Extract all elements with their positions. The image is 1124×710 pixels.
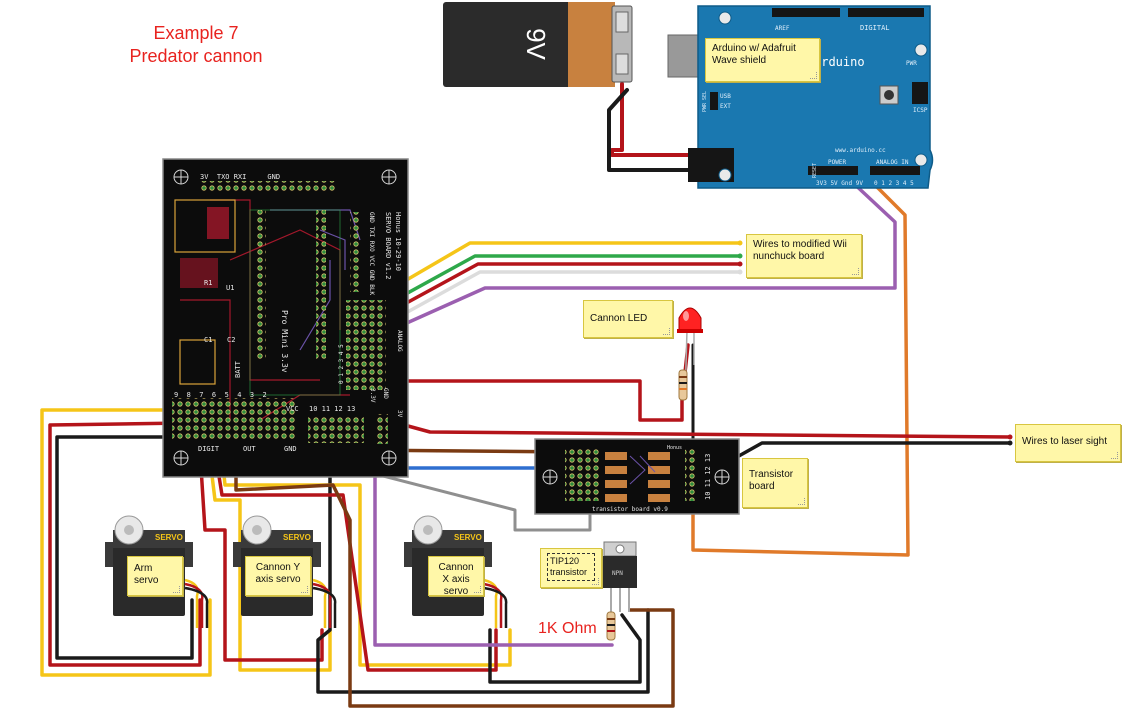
wii-wire-ends bbox=[737, 240, 743, 275]
transistor-board-note: Transistor board bbox=[742, 458, 808, 508]
battery-label: 9V bbox=[521, 28, 551, 60]
wire-battery-red bbox=[610, 82, 692, 157]
arduino-url: www.arduino.cc bbox=[835, 147, 886, 154]
battery-9v: 9V bbox=[443, 2, 633, 87]
arduino-usb-label: USB bbox=[720, 93, 731, 100]
arduino-analog-pins: 0 1 2 3 4 5 bbox=[874, 180, 914, 187]
arduino-pwrsel-label: PWR SEL bbox=[702, 91, 708, 112]
servo-y-note: Cannon Y axis servo bbox=[245, 556, 311, 596]
servo-board-top-pins: 3V TXO RXI GND bbox=[200, 173, 280, 181]
wire-y-yellow bbox=[203, 416, 332, 672]
servo-board-mini: Pro Mini 3.3v bbox=[280, 310, 289, 373]
laser-wire-ends bbox=[1007, 434, 1013, 446]
servo-y-brand: SERVO bbox=[283, 533, 311, 542]
servo-board-right-pins: 10 11 12 13 bbox=[309, 405, 355, 413]
arduino-board: DIGITAL AREF Arduino PWR ICSP PWR SEL US… bbox=[667, 5, 934, 189]
tip120-transistor: NPN bbox=[603, 541, 637, 612]
wire-wii-white bbox=[373, 270, 742, 332]
servo-board-u1: U1 bbox=[226, 284, 234, 292]
servo-board-c2: C2 bbox=[227, 336, 235, 344]
servo-board-out: OUT bbox=[243, 445, 256, 453]
wire-x-black bbox=[488, 613, 642, 684]
transistor-board-pcb: Honus 10 11 12 13 transistor board v0.9 bbox=[534, 438, 740, 515]
servo-board-date: Honus 10-29-10 bbox=[394, 212, 402, 271]
resistor-label: 1K Ohm bbox=[538, 620, 597, 637]
wire-battery-black bbox=[607, 88, 692, 172]
servo-board-v33: 3.3V bbox=[369, 388, 376, 403]
wire-wii-purple bbox=[378, 178, 897, 337]
servo-board-name: SERVO BOARD v1.2 bbox=[384, 212, 392, 279]
wire-laser-red bbox=[384, 418, 1012, 439]
arduino-icsp-label: ICSP bbox=[913, 107, 928, 114]
led-resistor bbox=[678, 369, 688, 401]
wire-orange bbox=[691, 178, 910, 557]
arduino-power-pins: 3V3 5V Gnd 9V bbox=[816, 180, 863, 187]
tip120-npn: NPN bbox=[612, 570, 623, 577]
servo-arm-note: Arm servo bbox=[127, 556, 183, 596]
servo-board-c1: C1 bbox=[204, 336, 212, 344]
arduino-analog-label: ANALOG IN bbox=[876, 159, 909, 166]
tip120-label: TIP120 transistor bbox=[547, 553, 595, 581]
arduino-power-label: POWER bbox=[828, 159, 846, 166]
laser-note: Wires to laser sight bbox=[1015, 424, 1121, 462]
transistor-board-pins: 10 11 12 13 bbox=[704, 454, 712, 500]
servo-board-gnd: GND bbox=[284, 445, 297, 453]
arduino-aref-label: AREF bbox=[775, 25, 790, 32]
servo-board-anums: 0 1 2 3 4 5 bbox=[338, 344, 345, 384]
arduino-ext-label: EXT bbox=[720, 103, 731, 110]
servo-board-gnd2: GND bbox=[382, 388, 389, 399]
servo-arm-brand: SERVO bbox=[155, 533, 183, 542]
servo-board-batt: BATT bbox=[234, 360, 242, 378]
diagram-title: Example 7 Predator cannon bbox=[86, 22, 306, 68]
arduino-reset-label: RESET bbox=[812, 163, 818, 178]
wire-left-black bbox=[55, 435, 195, 660]
led-note: Cannon LED bbox=[583, 300, 673, 338]
servo-x-note: Cannon X axis servo bbox=[428, 556, 484, 597]
servo-board-r1: R1 bbox=[204, 279, 212, 287]
arduino-digital-label: DIGITAL bbox=[860, 24, 890, 32]
wire-y-red bbox=[196, 418, 324, 662]
servo-board: 3V TXO RXI GND GND TXI RXO VCC GND BLK S… bbox=[162, 158, 409, 478]
servo-board-side-pins: GND TXI RXO VCC GND BLK bbox=[368, 212, 375, 295]
servo-board-analog: ANALOG bbox=[396, 330, 403, 352]
base-resistor bbox=[606, 611, 616, 641]
wire-left-yellow bbox=[40, 408, 212, 677]
transistor-board-name: transistor board v0.9 bbox=[592, 506, 668, 513]
transistor-board-honus: Honus bbox=[667, 445, 682, 451]
wire-brown-tip bbox=[234, 418, 675, 708]
servo-board-vcc: VCC bbox=[286, 405, 299, 413]
servo-x-brand: SERVO bbox=[454, 533, 482, 542]
tip120-note: TIP120 transistor bbox=[540, 548, 602, 588]
arduino-brand: Arduino bbox=[814, 55, 865, 69]
wire-x-red bbox=[208, 418, 498, 672]
wii-note: Wires to modified Wii nunchuck board bbox=[746, 234, 862, 278]
servo-board-digit: DIGIT bbox=[198, 445, 220, 453]
title-line-2: Predator cannon bbox=[129, 46, 263, 66]
arduino-pwr-label: PWR bbox=[906, 60, 917, 67]
arduino-note: Arduino w/ Adafruit Wave shield bbox=[705, 38, 820, 82]
wire-led-red bbox=[370, 343, 690, 422]
servo-board-left-pins: 9 8 7 6 5 4 3 2 bbox=[174, 391, 267, 399]
servo-board-3v: 3V bbox=[396, 410, 403, 418]
wire-left-red bbox=[48, 421, 202, 667]
title-line-1: Example 7 bbox=[153, 23, 239, 43]
